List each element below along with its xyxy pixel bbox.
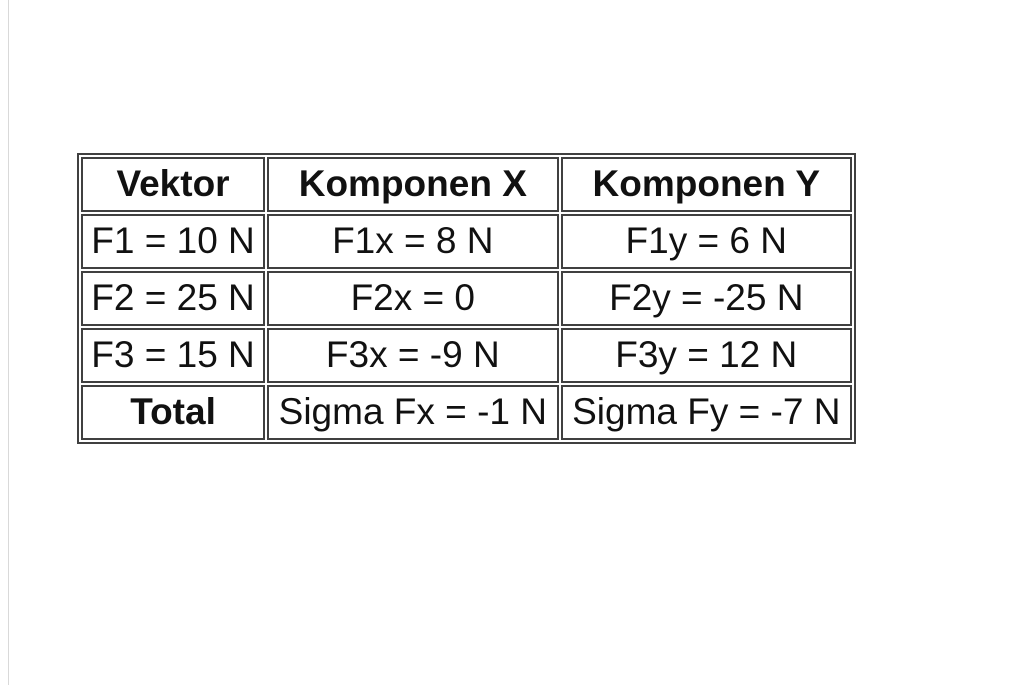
page-edge-line [8, 0, 9, 685]
cell-f1y: F1y = 6 N [560, 214, 852, 269]
table-header-row: Vektor Komponen X Komponen Y [81, 157, 852, 212]
header-komponen-y: Komponen Y [560, 157, 852, 212]
cell-f2y: F2y = -25 N [560, 271, 852, 326]
cell-sigma-fy: Sigma Fy = -7 N [560, 385, 852, 440]
table-row: F2 = 25 N F2x = 0 F2y = -25 N [81, 271, 852, 326]
table-row: F3 = 15 N F3x = -9 N F3y = 12 N [81, 328, 852, 383]
header-vektor: Vektor [81, 157, 266, 212]
cell-total-label: Total [81, 385, 266, 440]
header-komponen-x: Komponen X [267, 157, 559, 212]
table-total-row: Total Sigma Fx = -1 N Sigma Fy = -7 N [81, 385, 852, 440]
cell-f3x: F3x = -9 N [267, 328, 559, 383]
cell-f2x: F2x = 0 [267, 271, 559, 326]
vector-components-table: Vektor Komponen X Komponen Y F1 = 10 N F… [77, 153, 856, 444]
table-row: F1 = 10 N F1x = 8 N F1y = 6 N [81, 214, 852, 269]
cell-f1: F1 = 10 N [81, 214, 266, 269]
cell-f1x: F1x = 8 N [267, 214, 559, 269]
cell-f3: F3 = 15 N [81, 328, 266, 383]
cell-f2: F2 = 25 N [81, 271, 266, 326]
cell-sigma-fx: Sigma Fx = -1 N [267, 385, 559, 440]
cell-f3y: F3y = 12 N [560, 328, 852, 383]
